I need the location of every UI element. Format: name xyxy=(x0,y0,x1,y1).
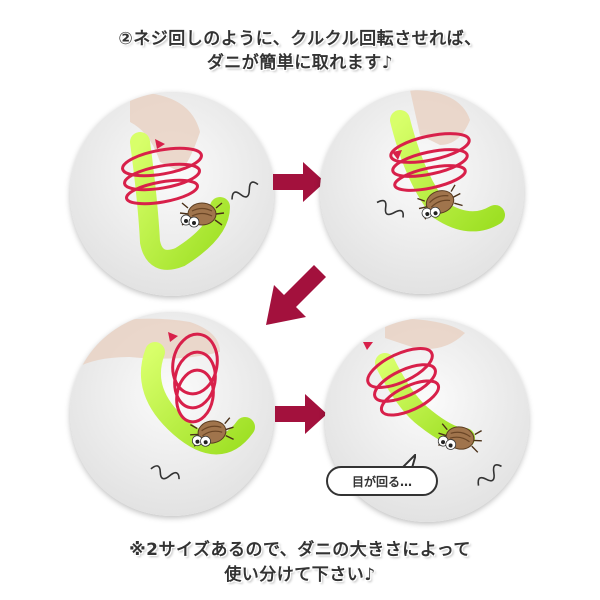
squiggle-lines xyxy=(477,464,502,486)
circular-arrow-icon xyxy=(363,342,441,417)
squiggle-lines xyxy=(376,199,404,218)
squiggle-lines xyxy=(231,181,259,200)
step-3-photo xyxy=(70,312,274,516)
circular-arrow-icon xyxy=(168,332,219,424)
squiggle-lines xyxy=(150,465,180,480)
step-1-photo xyxy=(70,92,274,296)
speech-bubble-tail xyxy=(402,454,416,468)
circular-arrow-icon xyxy=(121,139,203,206)
circular-arrow-icon xyxy=(389,132,471,192)
footer-note-line-1: ※2サイズあるので、ダニの大きさによって xyxy=(129,540,471,560)
right-arrow-icon xyxy=(273,162,325,202)
down-left-arrow-icon xyxy=(266,265,326,325)
speech-bubble: 目が回る… xyxy=(326,466,438,496)
heading-line-2: ダニが簡単に取れます♪ xyxy=(206,53,394,73)
footer-note-line-2: 使い分けて下さい♪ xyxy=(224,565,376,585)
speech-bubble-text: 目が回る… xyxy=(351,474,412,489)
heading-line-1: ②ネジ回しのように、クルクル回転させれば、 xyxy=(118,29,482,49)
step-2-photo xyxy=(320,90,524,294)
right-arrow-icon xyxy=(275,394,327,434)
